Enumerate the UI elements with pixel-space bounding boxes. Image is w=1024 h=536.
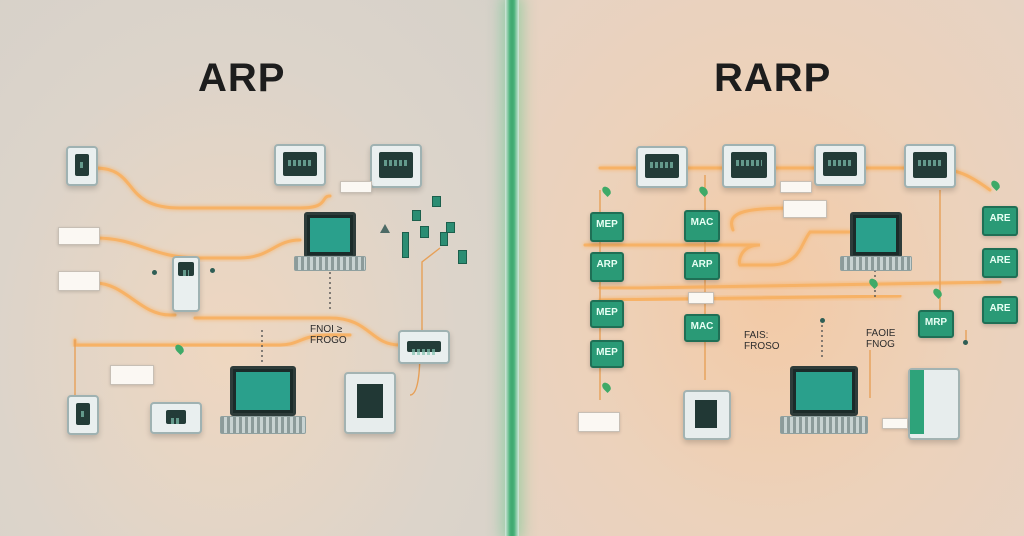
arp-node-4: [402, 232, 409, 258]
arp-laptop-1: [294, 212, 366, 271]
rarp-dot-1: [820, 318, 825, 323]
rarp-packet-text-2: FAOIE FNOG: [866, 328, 896, 350]
rarp-dot-2: [963, 340, 968, 345]
arp-warning-marker: [380, 224, 390, 233]
arp-node-7: [420, 226, 429, 238]
arp-panel: [0, 0, 505, 536]
arp-label-2: [58, 271, 100, 291]
rarp-module-left-2: ARP: [590, 252, 624, 282]
rarp-label-3: [780, 181, 812, 193]
rarp-module-center: MRP: [918, 310, 954, 338]
rarp-title: RARP: [714, 56, 832, 100]
arp-label-3: [110, 365, 154, 385]
rarp-terminal-2: [722, 144, 776, 188]
rarp-module-mid-2: ARP: [684, 252, 720, 280]
arp-router: [172, 256, 200, 312]
rarp-label-4: [688, 292, 714, 304]
arp-node-1: [412, 210, 421, 221]
rarp-label-5: [882, 418, 908, 429]
rarp-laptop-2: [780, 366, 868, 436]
arp-node-3: [446, 222, 455, 233]
rarp-label-1: [783, 200, 827, 218]
rarp-server-tower-1: [683, 390, 731, 440]
rarp-terminal-4: [904, 144, 956, 188]
rarp-laptop-1: [840, 212, 912, 271]
rarp-module-left-3: MEP: [590, 300, 624, 328]
rarp-module-mid-1: MAC: [684, 210, 720, 242]
rarp-module-right-1: ARE: [982, 206, 1018, 236]
arp-label-1: [58, 227, 100, 245]
arp-dot-2: [210, 268, 215, 273]
arp-node-5: [440, 232, 448, 246]
arp-host-terminal-2: [274, 144, 326, 186]
arp-host-terminal-1: [66, 146, 98, 186]
rarp-label-2: [578, 412, 620, 432]
arp-laptop-2: [220, 366, 306, 436]
arp-server-tower: [344, 372, 396, 434]
rarp-packet-text-1: FAIS: FROSO: [744, 330, 780, 352]
arp-title: ARP: [198, 56, 286, 100]
arp-packet-text: FNOI ≥ FROGO: [310, 324, 347, 346]
arp-node-2: [432, 196, 441, 207]
arp-switch: [398, 330, 450, 364]
panel-divider: [505, 0, 519, 536]
rarp-module-mid-3: MAC: [684, 314, 720, 342]
arp-dot-1: [152, 270, 157, 275]
arp-node-6: [458, 250, 467, 264]
rarp-terminal-3: [814, 144, 866, 186]
arp-host-terminal-3: [370, 144, 422, 188]
arp-host-box: [150, 402, 202, 434]
rarp-terminal-1: [636, 146, 688, 188]
arp-host-terminal-4: [67, 395, 99, 435]
rarp-module-left-1: MEP: [590, 212, 624, 242]
arp-label-4: [340, 181, 372, 193]
rarp-module-right-2: ARE: [982, 248, 1018, 278]
rarp-server-tower-2: [908, 368, 960, 440]
rarp-module-right-3: ARE: [982, 296, 1018, 324]
rarp-module-left-4: MEP: [590, 340, 624, 368]
